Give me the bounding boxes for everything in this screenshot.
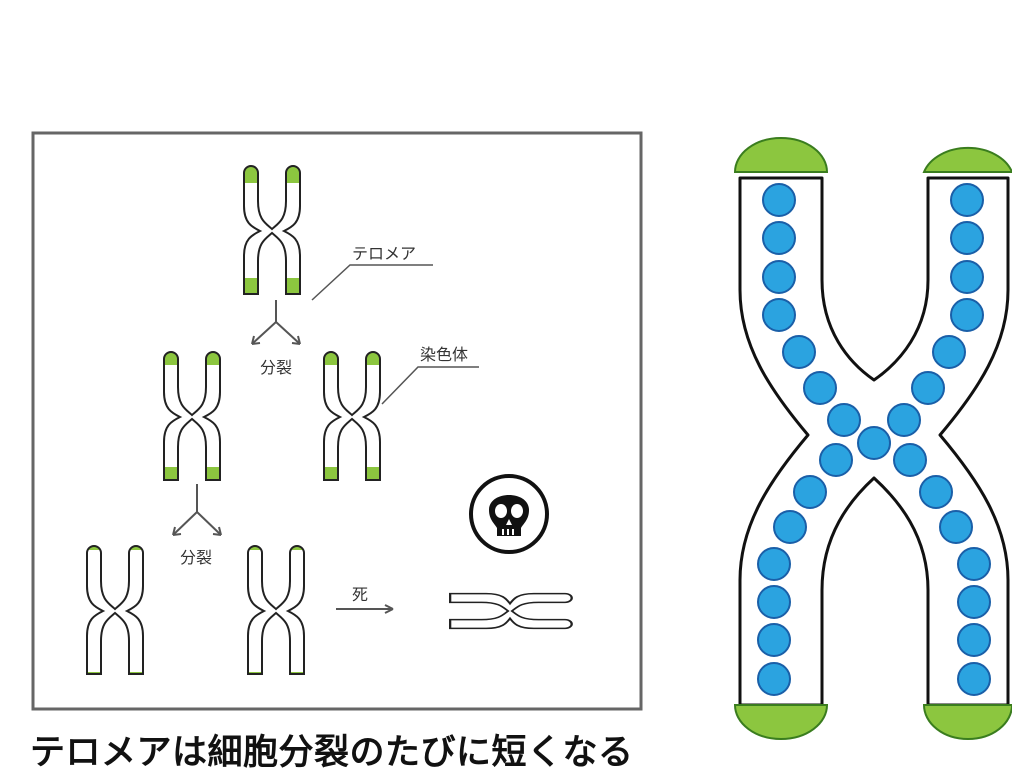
dna-bead <box>757 585 791 619</box>
dna-bead <box>939 510 973 544</box>
dna-beads <box>757 183 991 696</box>
dna-bead <box>757 623 791 657</box>
large-chromosome <box>733 137 1012 740</box>
telomere-cap-bottom-left <box>733 704 829 740</box>
dna-bead <box>932 335 966 369</box>
dna-bead <box>773 510 807 544</box>
dna-bead <box>911 371 945 405</box>
chromosome-label: 染色体 <box>420 345 468 364</box>
dna-bead <box>957 662 991 696</box>
dna-bead <box>893 443 927 477</box>
dna-bead <box>957 547 991 581</box>
dna-bead <box>887 403 921 437</box>
panel-frame <box>31 131 643 711</box>
dna-bead <box>762 260 796 294</box>
dna-bead <box>957 623 991 657</box>
division-arrow-1 <box>251 300 301 345</box>
dna-bead <box>793 475 827 509</box>
dna-bead <box>919 475 953 509</box>
telomere-cap-bottom-right <box>922 704 1012 740</box>
dna-bead <box>950 221 984 255</box>
division-arrow-2 <box>172 484 222 536</box>
dna-bead <box>762 183 796 217</box>
dna-bead <box>827 403 861 437</box>
dna-bead <box>950 298 984 332</box>
death-arrow <box>336 604 394 614</box>
telomere-cap-top-left <box>733 137 829 173</box>
division-label-2: 分裂 <box>180 548 212 567</box>
caption: テロメアは細胞分裂のたびに短くなる <box>30 733 634 773</box>
dna-bead <box>803 371 837 405</box>
dna-bead <box>857 426 891 460</box>
dna-bead <box>762 298 796 332</box>
skull-icon <box>469 474 549 554</box>
telomere-label: テロメア <box>352 244 416 263</box>
dna-bead <box>950 183 984 217</box>
dna-bead <box>762 221 796 255</box>
dna-bead <box>757 547 791 581</box>
dna-bead <box>957 585 991 619</box>
dna-bead <box>950 260 984 294</box>
death-label: 死 <box>352 585 368 604</box>
dna-bead <box>757 662 791 696</box>
division-label-1: 分裂 <box>260 358 292 377</box>
dna-bead <box>782 335 816 369</box>
chromosome-leader-line <box>381 366 479 405</box>
dna-bead <box>819 443 853 477</box>
telomere-cap-top-right <box>922 146 1012 173</box>
telomere-leader-line <box>311 264 433 301</box>
